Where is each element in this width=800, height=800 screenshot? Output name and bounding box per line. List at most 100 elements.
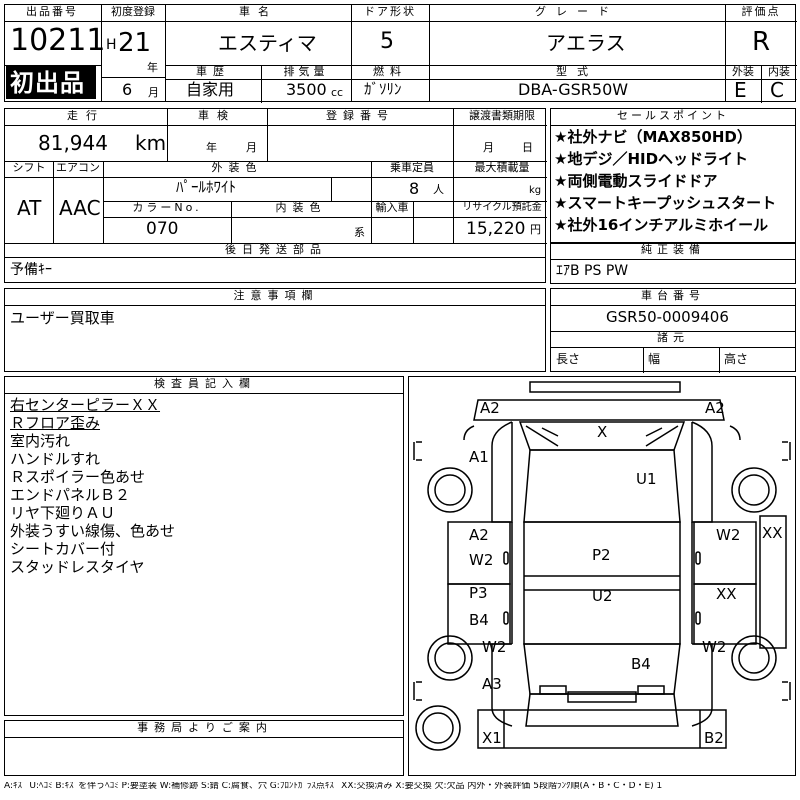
model-label: 型式 [556,65,598,78]
interior-color-label: 内装色 [275,201,327,214]
mark-left-front-door-2: W2 [469,551,494,569]
mark-rear-bumper-right: B2 [704,729,724,747]
shift-value: AT [17,196,42,220]
model-value: DBA-GSR50W [518,80,629,99]
selling-point-item: ★社外16インチアルミホイール [554,216,769,234]
transfer-day-unit: 日 [522,141,533,154]
mark-right-front-door: W2 [716,526,741,544]
aircon-value: AAC [59,196,101,220]
mark-right-rear-fender: W2 [702,638,727,656]
inspector-note-line: スタッドレスタイヤ [10,558,145,576]
chassis-label: 車台番号 [641,289,705,302]
exterior-grade: E [734,78,747,102]
first-registration-label: 初度登録 [111,5,155,18]
office-label: 事務局よりご案内 [137,721,273,734]
mark-left-rear-quarter: A3 [482,675,502,693]
mark-left-rear-fender: W2 [482,638,507,656]
grade-value: アエラス [546,31,626,55]
era-letter: H [106,37,117,53]
recycle-label: リサイクル預託金 [462,202,542,213]
mark-right-rear-door: XX [716,585,737,603]
mark-roof-front: P2 [592,546,611,564]
interior-label: 内装 [768,65,790,78]
capacity-unit: 人 [433,183,444,196]
inspection-year-unit: 年 [206,141,217,154]
inspector-note-line: ハンドルすれ [10,450,101,468]
lot-number: 10211 [10,23,106,58]
vehicle-info-block [4,108,547,258]
color-number-value: 070 [146,219,179,239]
import-label: 輸入車 [375,201,409,214]
fuel-value: ｶﾞｿﾘﾝ [364,80,402,98]
displacement-unit: cc [331,86,344,99]
inspection-month-unit: 月 [246,141,257,154]
mark-hood: U1 [636,470,657,488]
recycle-value: 15,220 [466,219,526,239]
car-diagram [413,381,791,751]
selling-point-item: ★スマートキープッシュスタート [554,194,777,212]
mark-roof-rear: U2 [592,587,613,605]
inspector-note-line: Ｒスポイラー色あせ [10,468,146,486]
doors-label: ドア形状 [364,5,416,18]
inspector-note-line: Ｒフロア歪み [10,414,101,432]
exterior-label: 外装 [732,65,754,78]
month-unit: 月 [148,86,159,99]
height-label: 高さ [724,352,749,366]
header-block [4,4,797,103]
inspector-note-line: 室内汚れ [10,432,71,450]
registration-number-label: 登録番号 [326,109,394,122]
inspector-note-line: エンドパネルＢ２ [10,486,131,504]
inspector-label: 検査員記入欄 [154,377,256,390]
mark-front-left: A2 [480,399,500,417]
chassis-value: GSR50-0009406 [606,308,729,326]
car-name: エスティマ [218,31,317,55]
caution-label: 注意事項欄 [233,289,319,302]
registration-month: 6 [122,80,133,99]
score-value: R [752,27,771,57]
dimensions-label: 諸元 [657,331,689,344]
inspector-note-line: 外装うすい線傷、色あせ [10,522,176,540]
mileage-label: 走行 [67,109,105,122]
standard-equipment-value: ｴｱB PS PW [556,263,629,279]
width-label: 幅 [648,352,661,366]
caution-value: ユーザー買取車 [10,309,115,327]
score-label: 評価点 [741,5,781,18]
first-listing-badge [6,66,96,99]
mark-windshield: X [597,423,608,441]
history-value: 自家用 [186,80,235,99]
mileage-unit: km [135,131,167,155]
mark-right-pillar: XX [762,524,783,542]
mark-left-rear-door-2: B4 [469,611,489,629]
transfer-docs-label: 譲渡書類期限 [469,109,535,122]
inspector-note-line: リヤ下廻りＡＵ [10,504,116,522]
standard-equipment-label: 純正装備 [641,243,705,256]
lot-number-label: 出品番号 [26,5,78,18]
inspector-block [4,376,404,716]
chassis-block [550,288,796,373]
interior-color-unit: 系 [354,226,365,239]
color-number-label: カラーNo. [132,201,202,214]
inspection-label: 車検 [198,109,236,122]
first-listing-text: 初出品 [10,69,85,97]
later-parts-box [4,257,546,283]
history-label: 車歴 [196,65,230,78]
later-parts-value: 予備ｷｰ [10,262,52,278]
mark-rear-bumper-left: X1 [482,729,502,747]
fuel-label: 燃料 [373,65,407,78]
shift-label: シフト [12,161,46,174]
mark-left-rear-door: P3 [469,584,488,602]
max-load-unit: kg [529,185,542,196]
caution-block [4,288,546,372]
selling-points-label: セールスポイント [617,109,729,122]
later-parts-label: 後日発送部品 [225,243,327,256]
selling-point-item: ★地デジ／HIDヘッドライト [554,150,749,168]
displacement-value: 3500 [286,80,327,99]
mileage-value: 81,944 [38,131,108,155]
car-diagram-frame [408,376,796,776]
exterior-color-value: ﾊﾟｰﾙﾎﾜｲﾄ [176,178,237,196]
max-load-label: 最大積載量 [474,161,530,174]
mark-front-right: A2 [705,399,725,417]
selling-point-item: ★両側電動スライドドア [554,172,718,190]
selling-point-item: ★社外ナビ（MAX850HD） [554,128,752,146]
legend-text: A:ｷｽﾞ U:ﾍｺﾐ B:ｷｽﾞを伴うﾍｺﾐ P:要塗装 W:補修跡 S:錆 … [4,782,663,791]
